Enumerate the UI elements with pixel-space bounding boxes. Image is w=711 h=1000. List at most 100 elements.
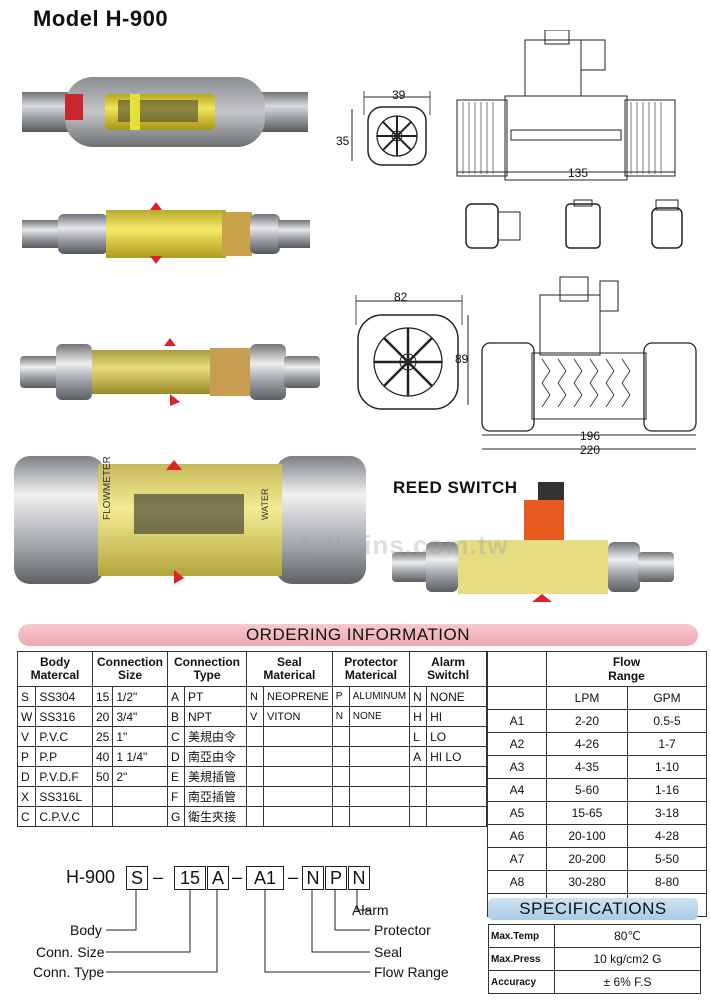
ordering-code-cell: 15 <box>91 686 114 707</box>
dim-d1-height: 35 <box>336 134 350 148</box>
ordering-code-cell: 25 <box>91 726 114 747</box>
drawing-end-view-large <box>355 295 469 410</box>
header-seal-text: Seal Materical <box>263 655 316 682</box>
flowmeter-photo-4: FLOWMETER WATER <box>14 456 366 584</box>
flow-header-blank <box>487 651 547 687</box>
header-type: Connection Type <box>167 651 247 687</box>
flow-code-cell: A8 <box>487 870 547 894</box>
specifications-title-bar <box>488 898 698 920</box>
ordering-value-cell: NONE <box>426 686 488 707</box>
ordering-value-cell: 南亞插管 <box>184 786 247 807</box>
ordering-code-cell: 50 <box>91 766 114 787</box>
code-label-body: Body <box>70 922 102 938</box>
code-range-box: A1 <box>246 866 284 890</box>
flow-code-cell: A4 <box>487 778 547 802</box>
code-protector-box: P <box>325 866 347 890</box>
code-label-protector: Protector <box>374 922 431 938</box>
spec-value-cell: ± 6% F.S <box>554 970 701 994</box>
ordering-value-cell: SS316 <box>35 706 93 727</box>
spec-row: Accuracy± 6% F.S <box>488 970 701 994</box>
spec-key-cell: Accuracy <box>488 970 555 994</box>
ordering-title: ORDERING INFORMATION <box>245 625 471 644</box>
ordering-value-cell: 衛生夾接 <box>184 806 247 827</box>
photo4-flowmeter-label: FLOWMETER <box>102 456 113 520</box>
drawing-side-view-small <box>456 30 676 181</box>
header-type-text: Connection Type <box>174 655 240 682</box>
reed-switch-label: REED SWITCH <box>393 478 518 497</box>
flowmeter-photo-3 <box>20 338 320 406</box>
flow-lpm-cell: 20-200 <box>546 847 628 871</box>
header-size: Connection Size <box>92 651 168 687</box>
code-label-conn-type: Conn. Type <box>33 964 105 980</box>
dim-d2-width: 82 <box>394 290 408 304</box>
watermark: fullwins.com.tw <box>300 530 509 560</box>
flow-lpm-cell: 4-26 <box>546 732 628 756</box>
ordering-code-cell <box>246 806 264 827</box>
dim-d2-length-inner: 196 <box>580 429 601 443</box>
spec-key-cell: Max.Press <box>488 947 555 971</box>
code-type-box: A <box>207 866 229 890</box>
ordering-code-cell: C <box>16 806 37 827</box>
ordering-value-cell: 美規由令 <box>184 726 247 747</box>
dim-d1-width: 39 <box>392 88 406 102</box>
ordering-title-bar <box>18 624 698 646</box>
ordering-value-cell: P.V.D.F <box>35 766 93 787</box>
page-title: Model H-900 <box>33 6 169 31</box>
ordering-value-cell: 1 1/4" <box>112 746 168 767</box>
code-body-box: S <box>126 866 148 890</box>
header-body-text: Body Matercal <box>30 655 80 682</box>
flowmeter-photo-1 <box>22 77 308 147</box>
flow-gpm-cell: 1-16 <box>627 778 707 802</box>
code-label-alarm: Alarm <box>352 902 389 918</box>
header-seal: Seal Materical <box>246 651 333 687</box>
drawing-end-view-small <box>351 91 431 166</box>
code-label-seal: Seal <box>374 944 403 960</box>
ordering-code-cell: V <box>246 706 264 727</box>
code-alarm-box: N <box>348 866 370 890</box>
flow-code-cell: A3 <box>487 755 547 779</box>
spec-value-cell: 80℃ <box>554 924 701 948</box>
flow-gpm-cell: 0.5-5 <box>627 709 707 733</box>
ordering-value-cell: HI <box>426 706 488 727</box>
flow-gpm-cell: 5-50 <box>627 847 707 871</box>
flow-header-text: Flow Range <box>608 655 645 683</box>
code-label-flow-range: Flow Range <box>374 964 449 980</box>
code-model: H-900 <box>66 867 116 887</box>
dim-d1-length: 135 <box>568 166 589 180</box>
code-size-box: 15 <box>174 866 206 890</box>
ordering-code-cell <box>91 806 114 827</box>
spec-key-cell: Max.Temp <box>488 924 555 948</box>
flow-lpm-cell: 20-100 <box>546 824 628 848</box>
dim-d2-height: 89 <box>455 352 469 366</box>
ordering-code-cell: 40 <box>91 746 114 767</box>
code-seal-box: N <box>302 866 324 890</box>
flow-gpm-cell: 4-28 <box>627 824 707 848</box>
flow-col-blank <box>487 686 547 710</box>
flow-gpm-cell: 1-10 <box>627 755 707 779</box>
photo4-water-label: WATER <box>260 488 270 520</box>
ordering-table: Body Matercal Connection Size Connection… <box>16 651 488 827</box>
dim-d2-length-outer: 220 <box>580 443 601 457</box>
spec-value-cell: 10 kg/cm2 G <box>554 947 701 971</box>
drawing-fittings <box>465 199 683 249</box>
drawing-side-view-large <box>481 276 697 450</box>
code-label-conn-size: Conn. Size <box>36 944 105 960</box>
flowmeter-photo-2 <box>22 202 310 264</box>
flow-lpm-cell: 2-20 <box>546 709 628 733</box>
ordering-value-cell <box>348 806 411 827</box>
ordering-value-cell: C.P.V.C <box>35 806 93 827</box>
header-protector-text: Protector Materical <box>344 655 398 682</box>
